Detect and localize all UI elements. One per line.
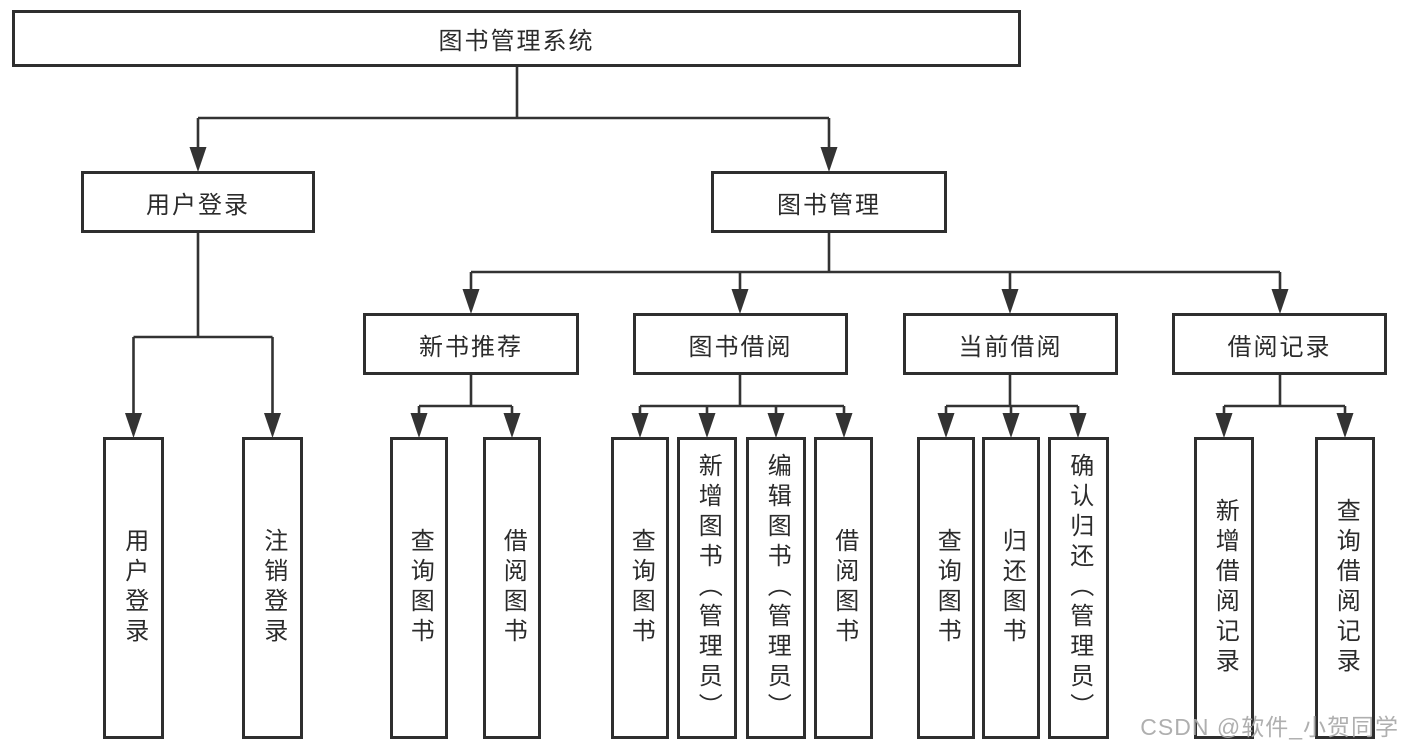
node-new-book-recommend-label: 新书推荐 (419, 333, 523, 361)
connector-current-borrow-to-leaves (937, 375, 1087, 438)
arrowhead (820, 147, 838, 172)
arrowhead (410, 413, 428, 438)
leaf-query-books-3: 查询图书 (917, 437, 975, 739)
connector-borrow-records-to-leaves (1215, 375, 1354, 438)
leaf-query-books-3-label: 查询图书 (933, 528, 961, 648)
node-user-login-label: 用户登录 (146, 191, 250, 219)
leaf-return-book-label: 归还图书 (998, 528, 1026, 648)
leaf-edit-book-admin: 编辑图书（管理员） (746, 437, 806, 739)
connector-user-login-to-leaves (125, 233, 281, 438)
connector-root-to-level2 (189, 67, 838, 172)
arrowhead (731, 289, 749, 314)
arrowhead (189, 147, 207, 172)
leaf-edit-book-admin-label: 编辑图书（管理员） (763, 453, 791, 723)
leaf-borrow-books-2: 借阅图书 (814, 437, 873, 739)
leaf-confirm-return-admin-label: 确认归还（管理员） (1065, 453, 1093, 723)
connector-book-management-to-level3 (462, 233, 1289, 314)
node-book-management: 图书管理 (711, 171, 947, 233)
arrowhead (1069, 413, 1087, 438)
leaf-add-book-admin: 新增图书（管理员） (677, 437, 737, 739)
leaf-logout: 注销登录 (242, 437, 303, 739)
leaf-add-book-admin-label: 新增图书（管理员） (694, 453, 722, 723)
node-book-management-label: 图书管理 (777, 191, 881, 219)
arrowhead (1001, 289, 1019, 314)
arrowhead (125, 413, 142, 438)
leaf-return-book: 归还图书 (982, 437, 1040, 739)
node-user-login: 用户登录 (81, 171, 315, 233)
node-new-book-recommend: 新书推荐 (363, 313, 579, 375)
leaf-add-borrow-record: 新增借阅记录 (1194, 437, 1254, 739)
arrowhead (462, 289, 480, 314)
arrowhead (937, 413, 955, 438)
arrowhead (503, 413, 521, 438)
arrowhead (1215, 413, 1233, 438)
node-root: 图书管理系统 (12, 10, 1021, 67)
node-current-borrow: 当前借阅 (903, 313, 1118, 375)
node-root-label: 图书管理系统 (438, 28, 595, 55)
leaf-query-books-1: 查询图书 (390, 437, 448, 739)
arrowhead (698, 413, 716, 438)
connector-new-book-recommend-to-leaves (410, 375, 521, 438)
node-current-borrow-label: 当前借阅 (958, 333, 1063, 361)
arrowhead (631, 413, 649, 438)
arrowhead (835, 413, 853, 438)
node-book-borrow: 图书借阅 (633, 313, 848, 375)
leaf-confirm-return-admin: 确认归还（管理员） (1048, 437, 1109, 739)
node-borrow-records: 借阅记录 (1172, 313, 1387, 375)
csdn-watermark: CSDN @软件_小贺同学 (1140, 714, 1399, 740)
arrowhead (1002, 413, 1020, 438)
arrowhead (767, 413, 785, 438)
leaf-logout-label: 注销登录 (259, 528, 287, 648)
arrowhead (1271, 289, 1289, 314)
node-book-borrow-label: 图书借阅 (688, 333, 793, 361)
leaf-query-books-2: 查询图书 (611, 437, 669, 739)
node-borrow-records-label: 借阅记录 (1227, 333, 1332, 361)
leaf-borrow-books-2-label: 借阅图书 (830, 528, 858, 648)
leaf-query-books-1-label: 查询图书 (406, 528, 434, 648)
connector-book-borrow-to-leaves (631, 375, 853, 438)
arrowhead (264, 413, 281, 438)
leaf-query-borrow-record-label: 查询借阅记录 (1332, 498, 1360, 678)
leaf-user-login: 用户登录 (103, 437, 164, 739)
leaf-query-books-2-label: 查询图书 (627, 528, 655, 648)
arrowhead (1336, 413, 1354, 438)
leaf-user-login-label: 用户登录 (120, 528, 148, 648)
leaf-borrow-books-1: 借阅图书 (483, 437, 541, 739)
leaf-query-borrow-record: 查询借阅记录 (1315, 437, 1375, 739)
leaf-borrow-books-1-label: 借阅图书 (499, 528, 527, 648)
leaf-add-borrow-record-label: 新增借阅记录 (1211, 498, 1239, 678)
